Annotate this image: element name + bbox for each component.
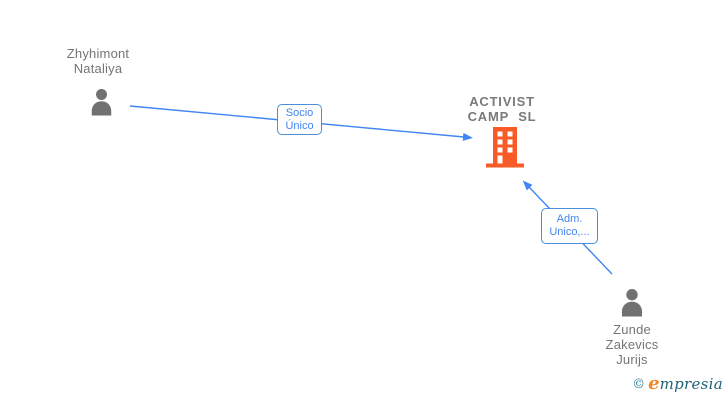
- administrator-name-line2: Zakevics: [605, 337, 659, 352]
- node-administrator[interactable]: [617, 287, 647, 317]
- edge-label-adm-unico[interactable]: Adm. Unico,...: [541, 208, 598, 244]
- shareholder-name-line2: Nataliya: [73, 61, 123, 76]
- administrator-name-line1: Zunde: [613, 322, 651, 337]
- adm-label-line2: Unico,...: [549, 226, 590, 238]
- copyright-icon: ©: [632, 377, 646, 392]
- building-icon: [486, 127, 524, 168]
- node-shareholder-name[interactable]: Zhyhimont Nataliya: [28, 46, 168, 76]
- adm-label-line1: Adm.: [556, 213, 583, 225]
- edge-label-socio-unico[interactable]: Socio Único: [277, 104, 322, 135]
- person-icon: [621, 289, 643, 317]
- brand-initial: e: [648, 373, 660, 394]
- company-name-line2: CAMP SL: [467, 109, 537, 124]
- company-name-line1: ACTIVIST: [469, 94, 535, 109]
- brand-rest: mpresia: [659, 375, 723, 393]
- socio-label-line2: Único: [285, 119, 314, 132]
- node-company[interactable]: [486, 127, 524, 169]
- shareholder-name-line1: Zhyhimont: [66, 46, 130, 61]
- empresia-logo[interactable]: ©empresia: [632, 373, 723, 394]
- person-icon: [91, 88, 112, 116]
- socio-label-line1: Socio: [285, 106, 314, 119]
- administrator-name-line3: Jurijs: [616, 352, 648, 367]
- node-company-name[interactable]: ACTIVIST CAMP SL: [432, 94, 572, 124]
- node-shareholder[interactable]: [87, 87, 116, 116]
- node-administrator-name[interactable]: Zunde Zakevics Jurijs: [562, 322, 702, 367]
